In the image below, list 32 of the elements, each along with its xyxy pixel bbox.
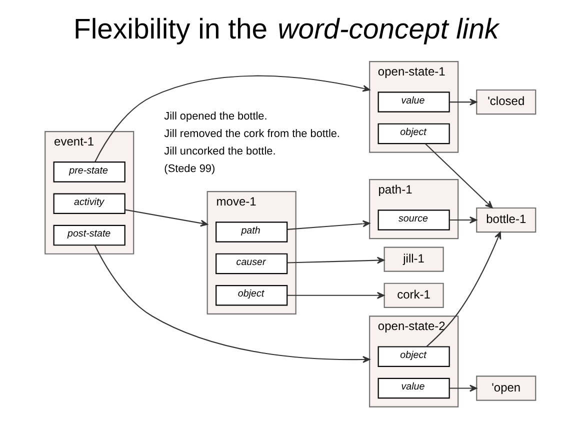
node-box: 'closed	[476, 89, 536, 115]
arrow	[94, 245, 370, 363]
label: (Stede 99)	[164, 162, 215, 175]
node-box: activity	[52, 193, 125, 214]
node-box: object	[377, 123, 450, 144]
arrow	[426, 232, 501, 348]
arrow	[286, 292, 384, 299]
node-box: pre-state	[52, 162, 125, 182]
node-box: object	[215, 285, 288, 306]
arrow	[449, 216, 477, 224]
node-box: post-state	[52, 224, 125, 246]
label: Jill opened the bottle.	[164, 110, 267, 122]
diagram-title: Flexibility in the word-concept link	[73, 13, 498, 46]
node-box: causer	[215, 253, 288, 274]
node-box: bottle-1	[476, 207, 536, 233]
node-box: object	[377, 346, 450, 367]
node-box: source	[377, 210, 450, 230]
arrow	[424, 143, 492, 208]
arrow	[94, 75, 370, 162]
arrow	[286, 220, 370, 230]
arrow	[449, 384, 477, 392]
label: Jill uncorked the bottle.	[164, 145, 276, 158]
node-box: path	[215, 222, 288, 242]
node-box: value	[377, 92, 450, 112]
arrow	[286, 256, 384, 264]
label: Jill removed the cork from the bottle.	[164, 128, 340, 140]
node-box: jill-1	[383, 246, 444, 272]
arrow	[124, 209, 208, 227]
node-box: 'open	[476, 376, 536, 401]
node-box: value	[377, 378, 450, 399]
node-box: cork-1	[383, 282, 444, 308]
arrow	[449, 98, 477, 106]
